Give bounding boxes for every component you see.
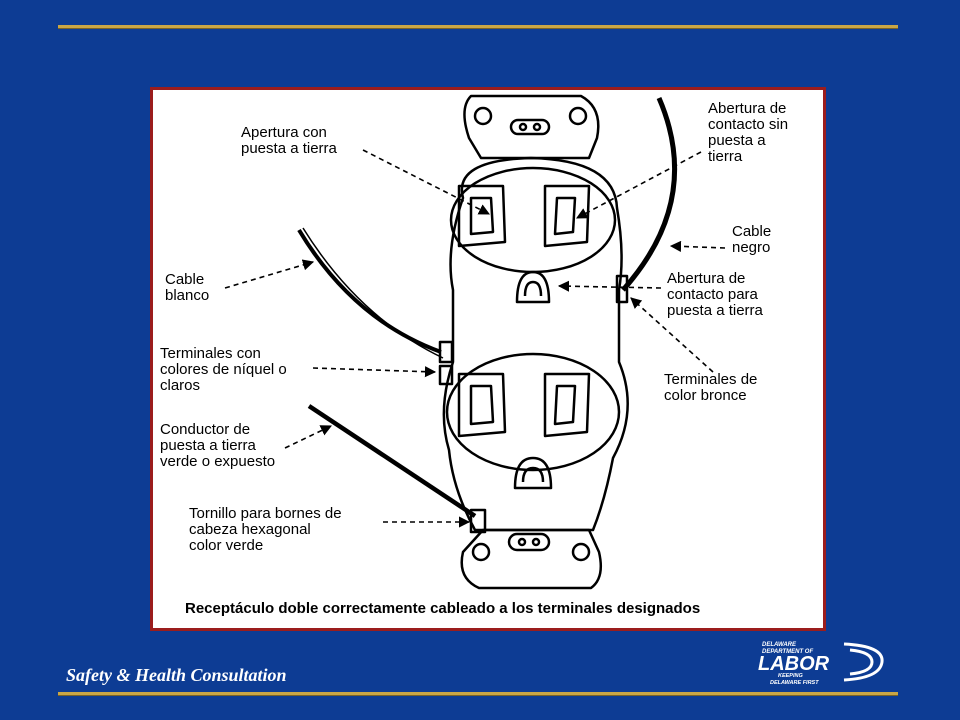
arrow-white-cable <box>224 259 315 289</box>
diagram-caption: Receptáculo doble correctamente cableado… <box>185 600 701 617</box>
label-ground-conductor: Conductor de puesta a tierra verde o exp… <box>160 421 276 470</box>
logo-line4: KEEPING <box>778 673 803 679</box>
logo-line5: DELAWARE FIRST <box>770 680 819 686</box>
lower-hot-slot <box>543 372 591 438</box>
footer-title: Safety & Health Consultation <box>66 665 287 685</box>
label-grounding-opening: Apertura con puesta a tierra <box>241 124 337 157</box>
nickel-terminal-upper <box>438 340 454 364</box>
upper-outlet-face <box>449 166 617 274</box>
label-nickel-terminals: Terminales con colores de níquel o claro… <box>160 345 287 394</box>
label-black-cable: Cable negro <box>732 223 772 256</box>
green-hex-screw <box>469 508 487 534</box>
logo-line2: DEPARTMENT OF <box>762 649 813 655</box>
upper-neutral-slot <box>457 184 507 248</box>
delaware-labor-logo: DELAWARE DEPARTMENT OF LABOR KEEPING DEL… <box>756 638 886 686</box>
upper-hot-slot <box>543 184 591 248</box>
logo-graphic: DELAWARE DEPARTMENT OF LABOR KEEPING DEL… <box>758 642 884 686</box>
logo-line3: LABOR <box>758 653 830 675</box>
arrow-grounding-opening <box>362 149 490 215</box>
label-hex-screw: Tornillo para bornes de cabeza hexagonal… <box>189 505 342 554</box>
label-no-ground-opening: Abertura de contacto sin puesta a tierra <box>708 100 789 165</box>
diagram-frame: Apertura con puesta a tierra Abertura de… <box>150 87 826 631</box>
upper-ground-hole <box>515 270 551 304</box>
nickel-terminal-lower <box>438 364 454 386</box>
top-rule <box>58 25 898 29</box>
logo-line1: DELAWARE <box>762 642 797 648</box>
arrow-no-ground-opening <box>576 151 702 219</box>
label-ground-contact-opening: Abertura de contacto para puesta a tierr… <box>667 270 763 319</box>
arrow-nickel-terminals <box>312 366 437 378</box>
lower-neutral-slot <box>457 372 507 438</box>
black-cable <box>621 97 678 292</box>
bottom-mounting-strap <box>460 528 602 590</box>
leader-arrows <box>224 149 726 528</box>
arrow-black-cable <box>669 240 726 252</box>
top-mounting-strap <box>463 94 600 160</box>
lower-ground-hole <box>513 456 553 490</box>
ground-conductor <box>307 404 477 518</box>
arrow-ground-contact-opening <box>557 280 662 292</box>
white-cable <box>297 228 442 354</box>
receptacle-body <box>442 156 629 532</box>
lower-outlet-face <box>445 352 621 472</box>
label-white-cable: Cable blanco <box>165 271 210 304</box>
receptacle-diagram <box>224 94 726 590</box>
arrow-brass-terminals <box>630 297 714 373</box>
arrow-ground-conductor <box>284 425 333 449</box>
label-brass-terminals: Terminales de color bronce <box>664 371 758 404</box>
bottom-rule <box>58 692 898 696</box>
